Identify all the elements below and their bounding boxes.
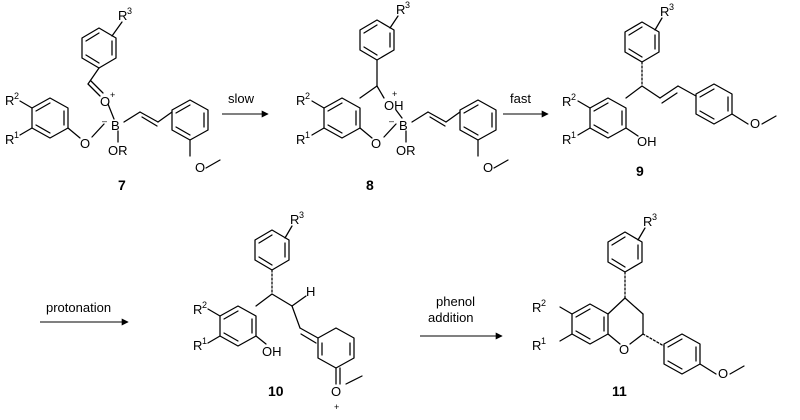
or-group: OR <box>396 143 416 158</box>
r2-label: R <box>296 93 305 108</box>
boron-charge: – <box>389 116 394 126</box>
r1-superscript: 1 <box>14 130 19 140</box>
r2-label: R <box>532 300 541 315</box>
aryloxy-o: O <box>80 136 90 151</box>
arrow-label-slow: slow <box>228 91 255 106</box>
or-group: OR <box>108 143 128 158</box>
r2-superscript: 2 <box>541 298 546 308</box>
r2-label: R <box>562 94 571 109</box>
r3-superscript: 3 <box>669 2 674 12</box>
r1-label: R <box>5 132 14 147</box>
r1-superscript: 1 <box>202 336 207 346</box>
pyran-o: O <box>619 342 629 357</box>
methoxy-o: O <box>195 160 205 175</box>
compound-7: R 3 O + R 2 R 1 O B – OR O 7 <box>5 6 221 193</box>
arrow-label-addition: addition <box>428 310 474 325</box>
r1-label: R <box>562 132 571 147</box>
r1-label: R <box>532 338 541 353</box>
r1-label: R <box>193 338 202 353</box>
r3-label: R <box>660 4 669 19</box>
r3-label: R <box>396 2 405 17</box>
methoxy-o: O <box>718 366 728 381</box>
boron-charge: – <box>102 116 107 126</box>
r1-superscript: 1 <box>571 130 576 140</box>
r3-superscript: 3 <box>652 212 657 222</box>
phenol-oh: OH <box>637 134 657 149</box>
oxonium-charge: + <box>392 89 397 99</box>
r2-label: R <box>193 302 202 317</box>
r3-label: R <box>643 214 652 229</box>
arrow-protonation: protonation <box>40 300 129 326</box>
boron: B <box>111 118 120 133</box>
r2-superscript: 2 <box>202 300 207 310</box>
r2-superscript: 2 <box>571 92 576 102</box>
arrow-phenol-addition: phenol addition <box>420 294 503 340</box>
arrow-label-fast: fast <box>510 91 531 106</box>
arrow-slow: slow <box>222 91 269 118</box>
oxonium-charge: + <box>334 402 339 412</box>
oxonium-o: O <box>100 94 110 109</box>
r3-label: R <box>118 8 127 23</box>
oxonium-o: O <box>331 384 341 399</box>
compound-label-7: 7 <box>118 177 126 193</box>
aryloxy-o: O <box>371 136 381 151</box>
compound-8: R 3 OH + R 2 R 1 O B – OR O 8 <box>296 0 509 193</box>
r1-label: R <box>296 132 305 147</box>
r2-label: R <box>5 93 14 108</box>
phenol-oh: OH <box>262 344 282 359</box>
compound-label-10: 10 <box>268 383 284 399</box>
compound-11: R 3 R 2 R 1 O O 11 <box>532 212 745 399</box>
arrow-fast: fast <box>503 91 549 118</box>
boron: B <box>399 118 408 133</box>
r3-label: R <box>290 212 299 227</box>
compound-label-8: 8 <box>366 177 374 193</box>
compound-9: R 3 R 2 R 1 OH O 9 <box>562 2 777 179</box>
compound-label-9: 9 <box>636 163 644 179</box>
arrow-label-protonation: protonation <box>46 300 111 315</box>
oh-oxonium: OH <box>384 98 404 113</box>
r3-superscript: 3 <box>127 6 132 16</box>
r2-superscript: 2 <box>14 91 19 101</box>
r3-superscript: 3 <box>405 0 410 10</box>
compound-10: R 3 H R 2 R 1 OH O + 10 <box>193 210 363 412</box>
vinyl-h: H <box>306 284 315 299</box>
r3-superscript: 3 <box>299 210 304 220</box>
methoxy-o: O <box>483 160 493 175</box>
r1-superscript: 1 <box>541 336 546 346</box>
oxonium-charge: + <box>110 90 115 100</box>
r2-superscript: 2 <box>305 91 310 101</box>
r1-superscript: 1 <box>305 130 310 140</box>
methoxy-o: O <box>750 116 760 131</box>
compound-label-11: 11 <box>612 383 627 399</box>
arrow-label-phenol: phenol <box>436 294 475 309</box>
